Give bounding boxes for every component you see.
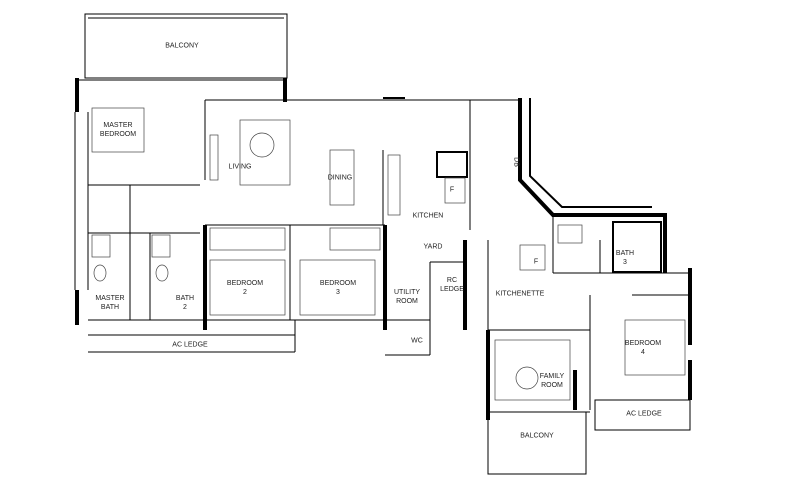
label-utility-room: UTILITY ROOM [393,289,421,305]
label-balcony-bottom: BALCONY [520,432,554,440]
label-wc: WC [411,337,423,345]
ac-ledge-right-outline [594,399,691,431]
fridge-label-2: F [533,258,539,266]
label-living: LIVING [228,163,252,171]
master-bed [91,107,145,153]
label-kitchen: KITCHEN [412,212,444,220]
dining-table [329,149,355,206]
db-label: DB [512,157,520,167]
label-bedroom-2: BEDROOM 2 [226,280,264,296]
bed-3 [299,259,376,316]
label-balcony-top: BALCONY [165,42,199,50]
label-ac-ledge-left: AC LEDGE [172,341,208,349]
label-dining: DINING [327,174,353,182]
label-bedroom-4: BEDROOM 4 [624,340,662,356]
label-yard: YARD [423,243,443,251]
label-master-bath: MASTER BATH [95,295,125,311]
bed-2 [209,259,286,316]
fridge-label-1: F [449,186,455,194]
sofa [239,119,291,186]
family-sofa [494,339,571,401]
furniture [91,107,686,401]
bed-4 [624,319,686,376]
label-family-room: FAMILY ROOM [539,373,565,389]
label-kitchenette: KITCHENETTE [495,290,545,298]
label-ac-ledge-right: AC LEDGE [626,410,662,418]
label-master-bedroom: MASTER BEDROOM [99,122,137,138]
label-bath-2: BATH 2 [175,295,195,311]
walls [74,13,692,475]
balcony-bottom-outline [487,411,587,475]
label-bath-3: BATH 3 [615,250,635,266]
label-bedroom-3: BEDROOM 3 [319,280,357,296]
label-rc-ledge: RC LEDGE [440,277,464,293]
balcony-top-outline [84,13,288,79]
